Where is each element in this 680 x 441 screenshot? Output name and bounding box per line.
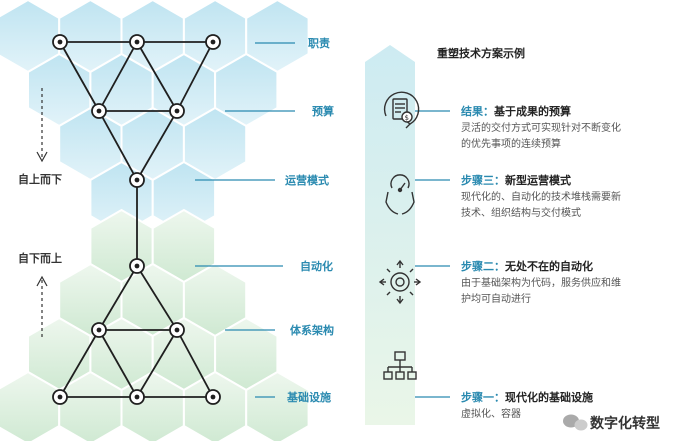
budget-calculator-icon: $: [383, 91, 420, 129]
wechat-icon: [563, 414, 588, 431]
layer-label-automation: 自动化: [300, 259, 333, 273]
network-edge: [136, 265, 178, 331]
hexagon-cell: [245, 370, 310, 441]
network-nodes: [52, 34, 221, 405]
layer-label-budget: 预算: [312, 104, 334, 118]
network-edge: [98, 265, 138, 331]
top-down-label: 自上而下: [18, 172, 62, 186]
step-description: 由于基础架构为代码，服务供应和维: [461, 276, 621, 289]
step-description: 虚拟化、容器: [461, 407, 521, 420]
layer-label-responsibility: 职责: [308, 36, 330, 50]
network-edges: [59, 41, 214, 398]
network-node: [91, 322, 107, 338]
top-down-indicator: 自上而下: [18, 88, 62, 186]
bottom-up-label: 自下而上: [18, 251, 62, 265]
network-node: [91, 103, 107, 119]
network-edge: [59, 41, 100, 112]
watermark-text: 数字化转型: [590, 415, 660, 432]
hierarchy-icon: [383, 351, 417, 380]
step-description: 现代化的、自动化的技术堆栈需要新: [461, 190, 621, 203]
layer-labels: 职责 预算 运营模式 自动化 体系架构 基础设施: [195, 36, 334, 404]
network-node: [129, 34, 145, 50]
network-edge: [176, 41, 214, 112]
panel-arrow-shape: [365, 45, 415, 425]
layer-label-infrastructure: 基础设施: [286, 390, 331, 404]
network-node: [129, 172, 145, 188]
step-title: 步骤三：新型运营模式: [461, 173, 571, 187]
arrow-down-icon: [36, 151, 48, 163]
bottom-up-indicator: 自下而上: [18, 251, 62, 340]
network-node: [169, 103, 185, 119]
network-node: [205, 34, 221, 50]
watermark: 数字化转型: [563, 414, 660, 432]
panel-title: 重塑技术方案示例: [437, 46, 525, 60]
network-edge: [98, 41, 138, 112]
hands-gauge-icon: [385, 174, 415, 215]
hexagon-background: [0, 0, 310, 441]
network-node: [52, 389, 68, 405]
step-title: 步骤一：现代化的基础设施: [461, 390, 593, 404]
automation-gear-icon: [378, 259, 422, 305]
step-description: 灵活的交付方式可实现针对不断变化: [461, 121, 621, 134]
step-list: 结果：基于成果的预算灵活的交付方式可实现针对不断变化的优先事项的连续预算步骤三：…: [460, 104, 621, 420]
network-edge: [98, 110, 138, 181]
layer-label-architecture: 体系架构: [290, 323, 334, 337]
network-node: [52, 34, 68, 50]
network-edge: [59, 329, 100, 398]
step-description: 的优先事项的连续预算: [461, 137, 561, 150]
step-title: 结果：基于成果的预算: [460, 104, 571, 118]
step-description: 技术、组织结构与交付模式: [461, 206, 581, 219]
network-node: [205, 389, 221, 405]
network-edge: [136, 110, 178, 181]
network-edge: [98, 329, 138, 398]
network-edge: [176, 329, 214, 398]
step-title: 步骤二：无处不在的自动化: [461, 259, 593, 273]
step-description: 护均可自动进行: [461, 292, 531, 305]
network-node: [169, 322, 185, 338]
network-node: [129, 258, 145, 274]
svg-text:$: $: [405, 114, 409, 122]
layer-label-operating-model: 运营模式: [285, 173, 329, 187]
network-edge: [136, 41, 178, 112]
example-panel: 重塑技术方案示例 $: [365, 45, 621, 425]
arrow-up-icon: [36, 275, 48, 287]
network-edge: [136, 329, 178, 398]
network-node: [129, 389, 145, 405]
